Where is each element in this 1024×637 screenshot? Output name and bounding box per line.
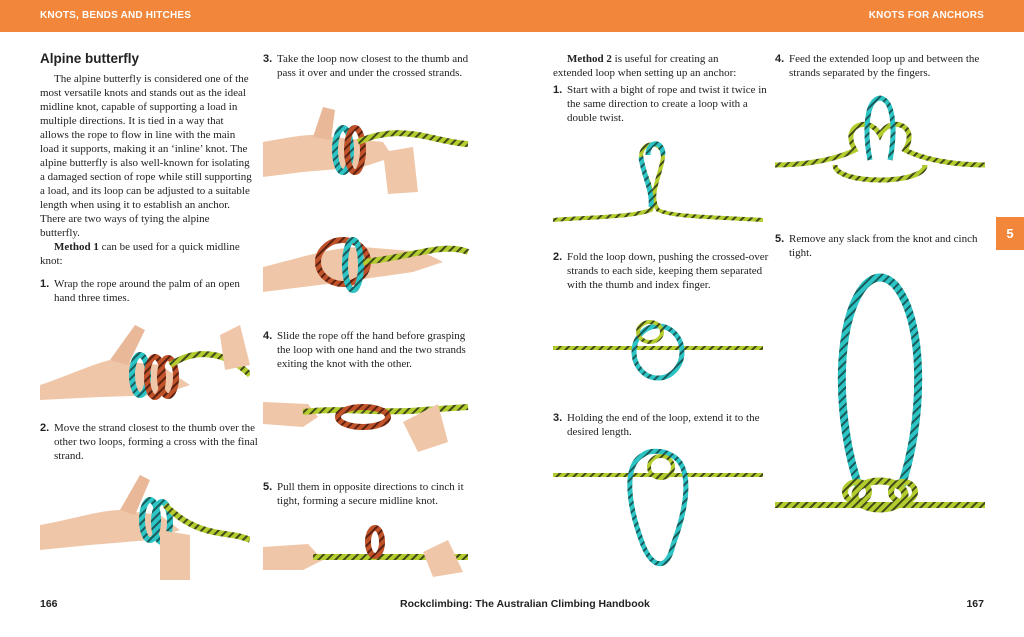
- intro-section: Alpine butterfly The alpine butterfly is…: [40, 52, 252, 268]
- step-number: 3.: [553, 412, 563, 424]
- photo-right-step-4: [775, 95, 985, 183]
- step-text: Feed the extended loop up and between th…: [789, 53, 980, 79]
- step-text: Move the strand closest to the thumb ove…: [54, 422, 258, 462]
- photo-step-4: [263, 402, 469, 452]
- book-title: Rockclimbing: The Australian Climbing Ha…: [400, 598, 650, 610]
- photo-step-5: [263, 525, 468, 577]
- photo-step-1: [40, 325, 250, 400]
- photo-right-step-3: [553, 448, 763, 567]
- step-right-3: 3. Holding the end of the loop, extend i…: [553, 411, 772, 439]
- method2-label: Method 2: [567, 53, 612, 65]
- step-left-2: 2. Move the strand closest to the thumb …: [40, 421, 264, 463]
- step-number: 3.: [263, 53, 273, 65]
- step-right-5: 5. Remove any slack from the knot and ci…: [775, 232, 989, 260]
- method2-text: is useful for creating an extended loop …: [553, 53, 737, 79]
- step-right-2: 2. Fold the loop down, pushing the cross…: [553, 250, 772, 292]
- method1-label: Method 1: [54, 241, 99, 253]
- step-left-5: 5. Pull them in opposite directions to c…: [263, 480, 487, 508]
- step-left-3: 3. Take the loop now closest to the thum…: [263, 52, 487, 80]
- step-number: 5.: [775, 233, 785, 245]
- section-title: Alpine butterfly: [40, 51, 140, 66]
- step-number: 2.: [40, 422, 50, 434]
- step-text: Fold the loop down, pushing the crossed-…: [567, 251, 769, 291]
- step-text: Holding the end of the loop, extend it t…: [567, 412, 760, 438]
- method2-section: Method 2 is useful for creating an exten…: [553, 52, 758, 80]
- step-number: 4.: [263, 330, 273, 342]
- step-right-4: 4. Feed the extended loop up and between…: [775, 52, 999, 80]
- step-text: Wrap the rope around the palm of an open…: [54, 278, 240, 304]
- step-number: 1.: [40, 278, 50, 290]
- step-left-1: 1. Wrap the rope around the palm of an o…: [40, 277, 254, 305]
- step-number: 2.: [553, 251, 563, 263]
- page-header: KNOTS, BENDS AND HITCHES KNOTS FOR ANCHO…: [0, 0, 1024, 32]
- header-right-title: KNOTS FOR ANCHORS: [868, 10, 984, 21]
- step-text: Slide the rope off the hand before grasp…: [277, 330, 466, 370]
- photo-step-3: [263, 107, 469, 194]
- photo-right-step-5: [775, 273, 985, 513]
- step-text: Start with a bight of rope and twist it …: [567, 84, 767, 124]
- step-text: Take the loop now closest to the thumb a…: [277, 53, 469, 79]
- step-text: Pull them in opposite directions to cinc…: [277, 481, 464, 507]
- photo-right-step-2: [553, 320, 763, 381]
- step-number: 1.: [553, 84, 563, 96]
- step-right-1: 1. Start with a bight of rope and twist …: [553, 83, 767, 125]
- photo-right-step-1: [553, 141, 763, 222]
- header-left-title: KNOTS, BENDS AND HITCHES: [40, 10, 192, 21]
- method1-text: can be used for a quick midline knot:: [40, 241, 240, 267]
- page-number-left: 166: [40, 598, 58, 610]
- step-left-4: 4. Slide the rope off the hand before gr…: [263, 329, 477, 371]
- method2-intro: Method 2 is useful for creating an exten…: [553, 52, 758, 80]
- step-number: 4.: [775, 53, 785, 65]
- step-text: Remove any slack from the knot and cinch…: [789, 233, 978, 259]
- photo-step-2: [40, 475, 250, 580]
- photo-step-3b: [263, 237, 470, 293]
- chapter-tab: 5: [996, 217, 1024, 250]
- method1-intro: Method 1 can be used for a quick midline…: [40, 240, 252, 268]
- page-number-right: 167: [966, 598, 984, 610]
- step-number: 5.: [263, 481, 273, 493]
- intro-paragraph: The alpine butterfly is considered one o…: [40, 73, 252, 239]
